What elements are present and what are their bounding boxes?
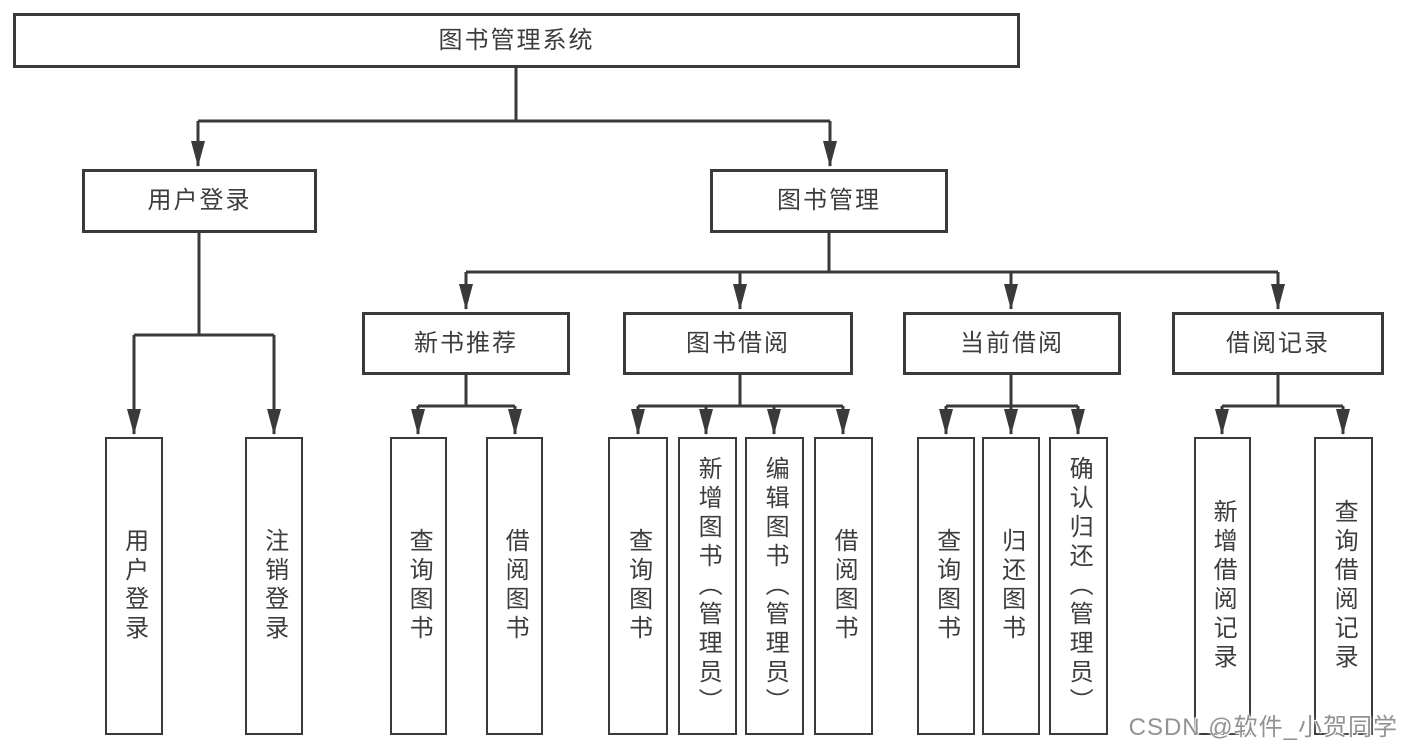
leaf-borrow-books-recommend: 借阅图书 (486, 437, 543, 735)
node-label: 查询借阅记录 (1330, 499, 1358, 673)
leaf-query-books-borrow: 查询图书 (608, 437, 668, 735)
node-current-borrowing: 当前借阅 (903, 312, 1121, 375)
leaf-add-borrow-record: 新增借阅记录 (1194, 437, 1251, 735)
node-label: 用户登录 (147, 187, 252, 214)
node-new-book-recommendation: 新书推荐 (362, 312, 570, 375)
node-label: 借阅图书 (830, 528, 858, 644)
node-label: 查询图书 (624, 528, 652, 644)
leaf-confirm-return-admin: 确认归还（管理员） (1049, 437, 1108, 735)
node-borrowing-records: 借阅记录 (1172, 312, 1384, 375)
node-book-borrowing: 图书借阅 (623, 312, 853, 375)
leaf-user-login: 用户登录 (105, 437, 163, 735)
node-label: 当前借阅 (960, 329, 1064, 357)
node-label: 编辑图书（管理员） (761, 455, 789, 717)
leaf-edit-books-admin: 编辑图书（管理员） (745, 437, 804, 735)
node-label: 图书借阅 (686, 329, 790, 357)
node-label: 注销登录 (260, 528, 288, 644)
csdn-watermark: CSDN @软件_小贺同学 (1128, 714, 1398, 741)
node-label: 查询图书 (405, 528, 433, 644)
node-book-management: 图书管理 (710, 169, 948, 233)
node-user-login-module: 用户登录 (82, 169, 317, 233)
node-library-management-system: 图书管理系统 (13, 13, 1020, 68)
leaf-query-books-recommend: 查询图书 (390, 437, 447, 735)
leaf-add-books-admin: 新增图书（管理员） (678, 437, 737, 735)
node-label: 图书管理系统 (438, 26, 595, 54)
node-label: 归还图书 (997, 528, 1025, 644)
connector-group (127, 68, 1350, 435)
node-label: 新书推荐 (414, 329, 518, 357)
node-label: 借阅图书 (501, 528, 529, 644)
node-label: 新增图书（管理员） (694, 455, 722, 717)
leaf-return-books: 归还图书 (982, 437, 1040, 735)
leaf-logout: 注销登录 (245, 437, 303, 735)
node-label: 图书管理 (777, 187, 881, 214)
leaf-borrow-books: 借阅图书 (814, 437, 873, 735)
leaf-query-books-current: 查询图书 (917, 437, 975, 735)
node-label: 用户登录 (120, 528, 148, 644)
node-label: 新增借阅记录 (1209, 499, 1237, 673)
node-label: 确认归还（管理员） (1065, 455, 1093, 717)
node-label: 查询图书 (932, 528, 960, 644)
leaf-query-borrow-record: 查询借阅记录 (1314, 437, 1373, 735)
node-label: 借阅记录 (1226, 329, 1330, 357)
